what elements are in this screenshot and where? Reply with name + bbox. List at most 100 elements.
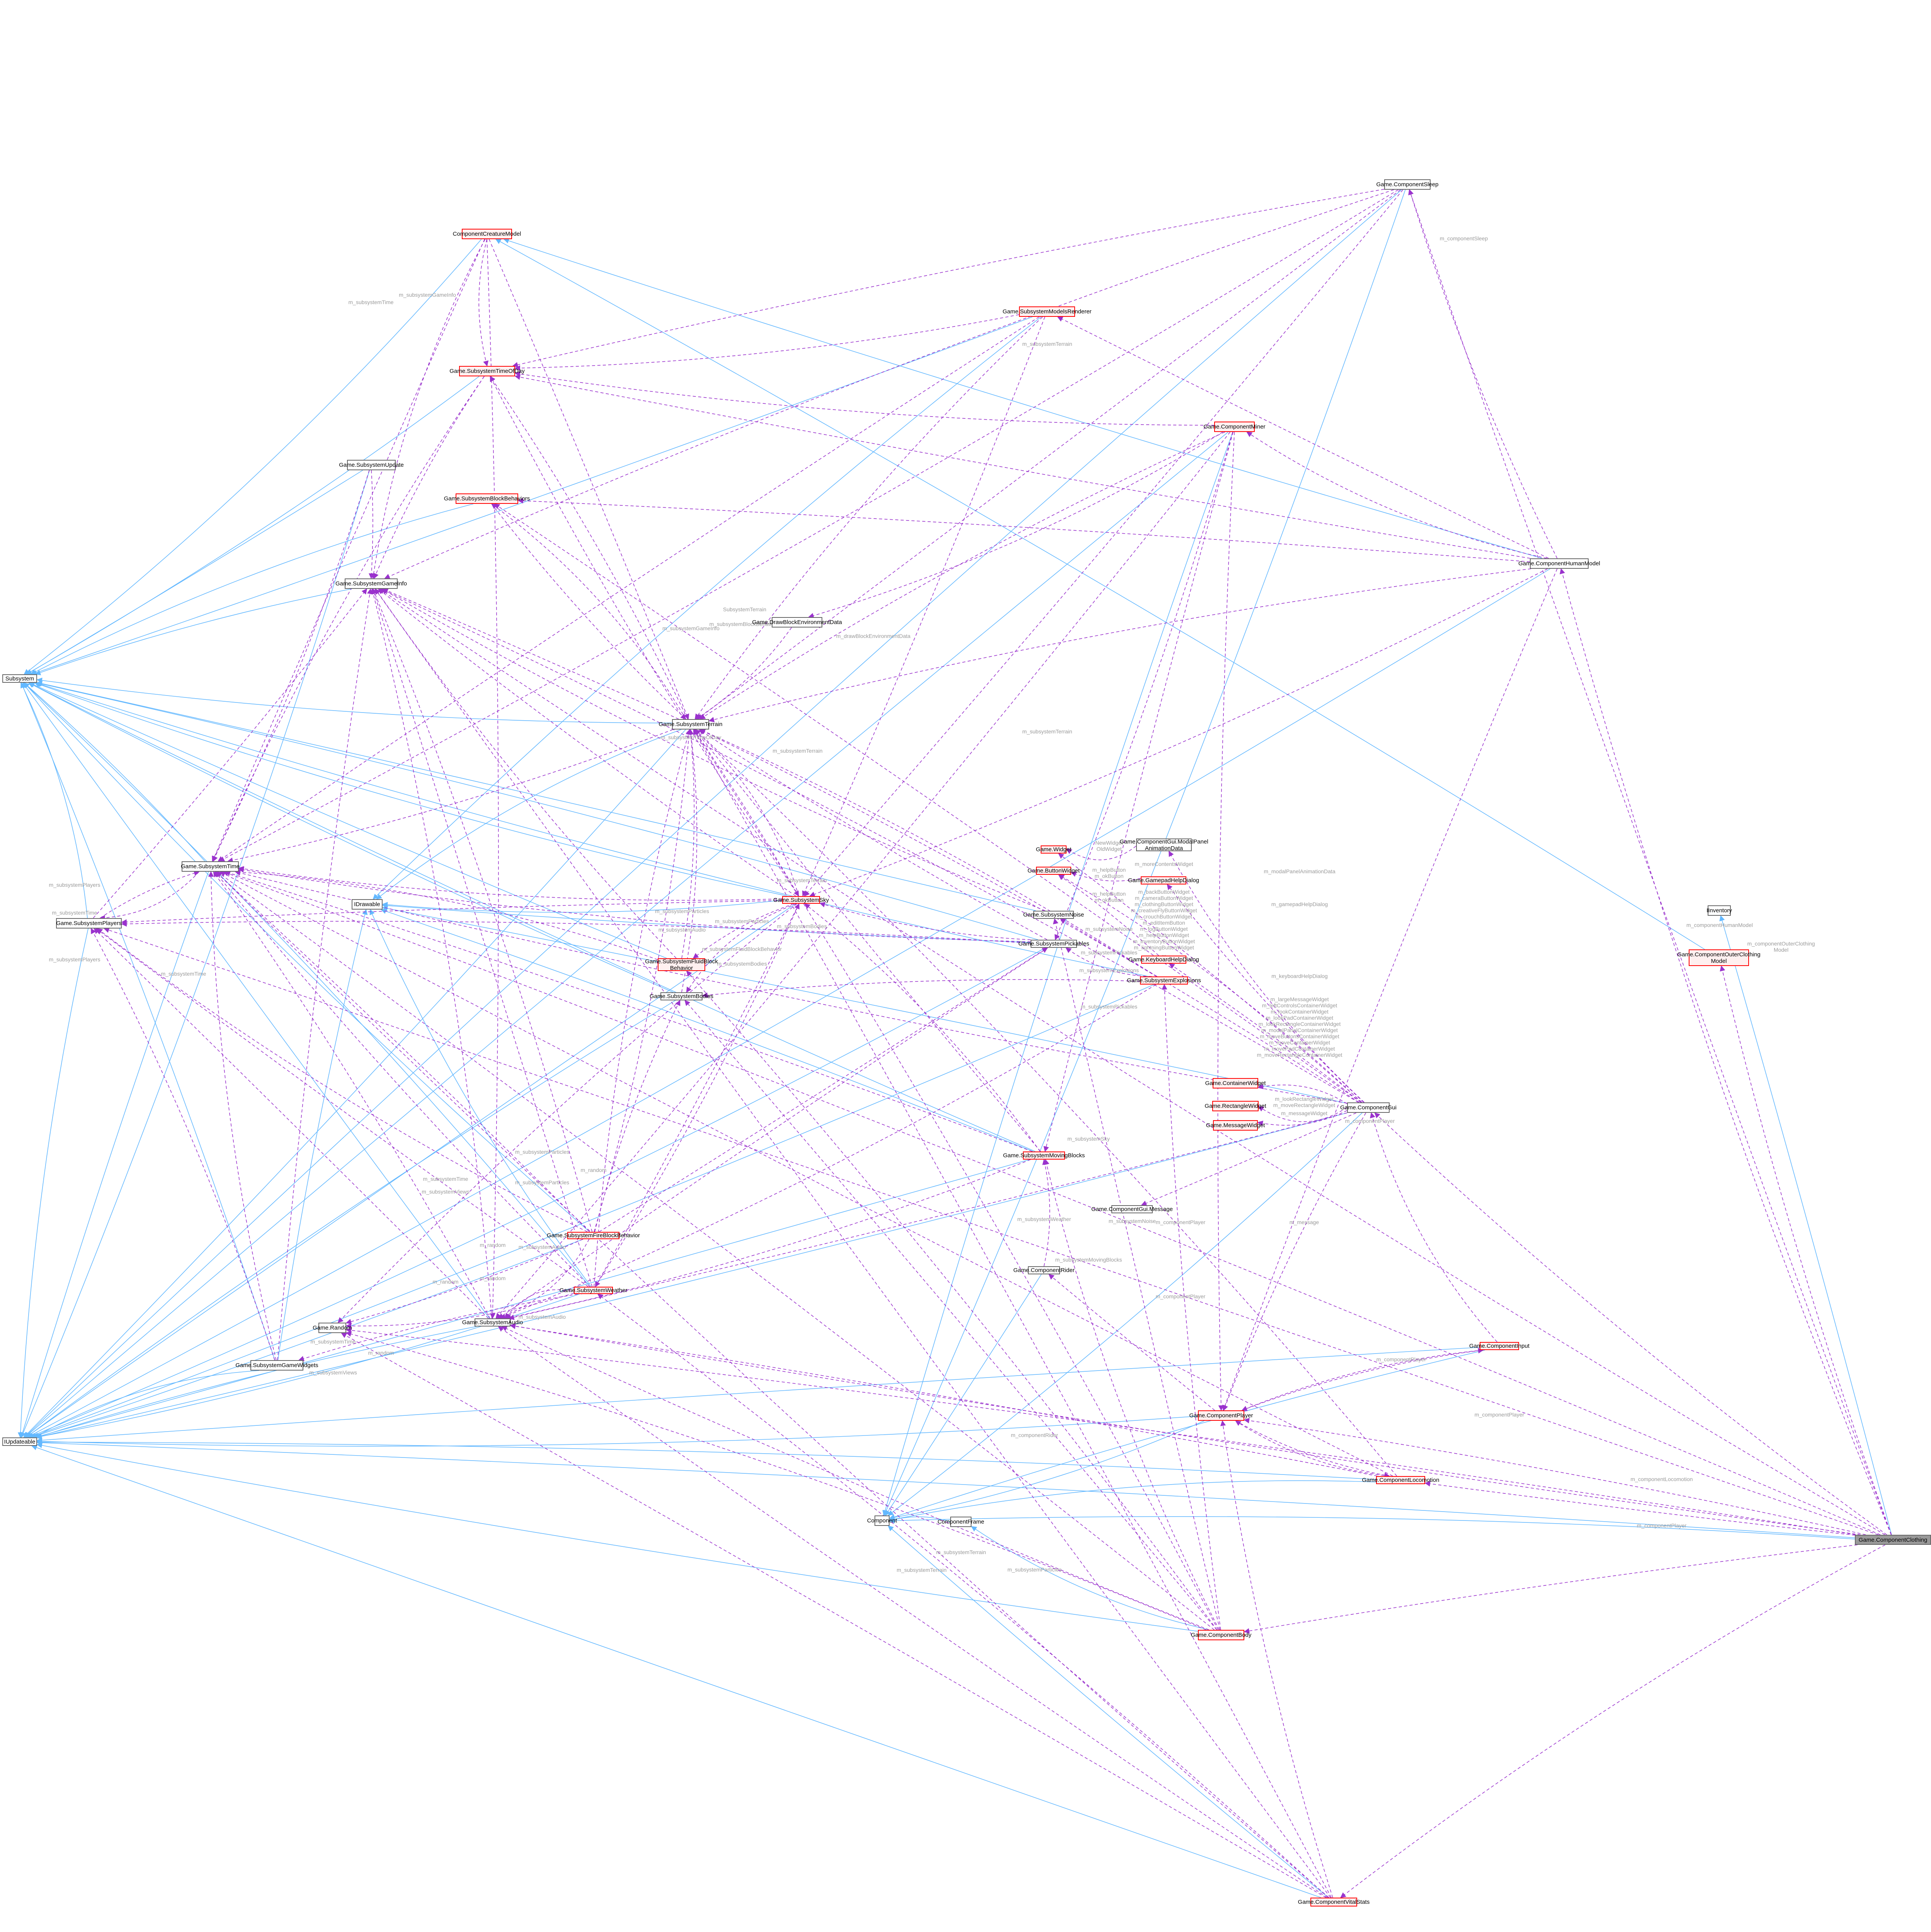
usage-edge — [219, 871, 1393, 1476]
class-node-firebehavior[interactable]: Game.SubsystemFireBlockBehavior — [547, 1232, 640, 1239]
class-node-gamepadhelp[interactable]: Game.GamepadHelpDialog — [1128, 876, 1199, 884]
usage-edge — [1057, 316, 1549, 559]
class-node-explosions[interactable]: Game.SubsystemExplosions — [1127, 976, 1201, 985]
usage-edge — [505, 1289, 582, 1319]
usage-edge — [95, 928, 589, 1287]
class-node-blockbehaviors[interactable]: Game.SubsystemBlockBehaviors — [444, 493, 530, 504]
usage-edge — [379, 588, 1885, 1535]
class-node-humanmodel[interactable]: Game.ComponentHumanModel — [1518, 558, 1600, 569]
edge-label: m_random — [480, 1275, 506, 1281]
inheritance-edge — [23, 729, 686, 1438]
edge-label: m_subsystemTerrain — [777, 877, 827, 883]
class-node-locomotion[interactable]: Game.ComponentLocomotion — [1362, 1476, 1439, 1484]
inheritance-edge — [36, 1440, 1855, 1538]
class-node-input[interactable]: Game.ComponentInput — [1469, 1342, 1529, 1350]
class-node-pickables[interactable]: Game.SubsystemPickables — [1018, 940, 1089, 948]
class-node-subsystem[interactable]: Subsystem — [2, 674, 37, 683]
usage-edge — [371, 239, 486, 579]
class-node-update[interactable]: Game.SubsystemUpdate — [339, 460, 404, 470]
class-node-weather[interactable]: Game.SubsystemWeather — [559, 1287, 628, 1294]
usage-edge — [212, 239, 485, 862]
class-node-bodies[interactable]: Game.SubsystemBodies — [649, 992, 714, 1000]
usage-edge — [699, 729, 1157, 977]
usage-edge — [208, 871, 277, 1361]
class-node-outerclothing[interactable]: Game.ComponentOuterClothing Model — [1677, 949, 1761, 966]
inheritance-edge — [503, 238, 1543, 559]
class-node-modelsrenderer[interactable]: Game.SubsystemModelsRenderer — [1002, 306, 1092, 317]
class-node-audio[interactable]: Game.SubsystemAudio — [462, 1318, 523, 1327]
class-node-drawblockenv[interactable]: Game.DrawBlockEnvironmentData — [752, 617, 842, 628]
class-node-player[interactable]: Game.ComponentPlayer — [1189, 1410, 1253, 1421]
usage-edge — [378, 588, 796, 896]
edge-label: m_componentPlayer — [1155, 1219, 1206, 1225]
class-node-keyboardhelp[interactable]: Game.KeyboardHelpDialog — [1128, 956, 1199, 964]
class-node-containerwidget[interactable]: Game.ContainerWidget — [1205, 1078, 1266, 1088]
usage-edge — [1220, 1420, 1333, 1898]
class-node-gameinfo[interactable]: Game.SubsystemGameInfo — [335, 578, 407, 589]
class-node-creaturemodel[interactable]: ComponentCreatureModel — [453, 229, 521, 239]
class-node-random[interactable]: Game.Random — [313, 1323, 352, 1333]
class-node-iinventory[interactable]: IInventory — [1706, 905, 1732, 916]
class-node-gamewidgets[interactable]: Game.SubsystemGameWidgets — [235, 1360, 318, 1371]
class-node-componentframe[interactable]: ComponentFrame — [937, 1517, 984, 1527]
class-node-component[interactable]: Component — [867, 1515, 897, 1526]
usage-edge — [490, 376, 688, 719]
class-node-messagewidget[interactable]: Game.MessageWidget — [1206, 1120, 1265, 1131]
class-node-buttonwidget[interactable]: Game.ButtonWidget — [1027, 867, 1080, 875]
usage-edge — [1244, 1418, 1866, 1535]
class-node-players[interactable]: Game.SubsystemPlayers — [56, 918, 122, 929]
edge-label: m_subsystemViews — [309, 1369, 357, 1376]
inheritance-edge — [28, 682, 673, 993]
class-node-widget[interactable]: Game.Widget — [1036, 845, 1072, 854]
edge-label: m_componentOuterClothing Model — [1747, 940, 1815, 953]
inheritance-edge — [889, 1480, 1376, 1522]
class-node-movingblocks[interactable]: Game.SubsystemMovingBlocks — [1003, 1151, 1085, 1160]
class-node-fluidblock[interactable]: Game.SubsystemFluidBlock Behavior — [645, 958, 718, 971]
class-node-time[interactable]: Game.SubsystemTime — [181, 861, 240, 872]
edge-label: m_moreContentsWidget — [1135, 861, 1193, 867]
class-node-vitalstats[interactable]: Game.ComponentVitalStats — [1298, 1898, 1370, 1906]
edge-label: m_componentRider — [1011, 1432, 1058, 1438]
class-node-idrawable[interactable]: IDrawable — [352, 899, 383, 910]
usage-edge — [595, 903, 800, 1287]
class-node-sky[interactable]: Game.SubsystemSky — [773, 896, 829, 904]
class-node-guimessage[interactable]: Game.ComponentGui.Message — [1091, 1205, 1173, 1213]
class-node-timeofday[interactable]: Game.SubsystemTimeOfDay — [449, 366, 525, 376]
usage-edge — [372, 588, 593, 1232]
inheritance-edge — [36, 1442, 1198, 1632]
class-node-terrain[interactable]: Game.SubsystemTerrain — [658, 719, 723, 730]
class-node-noise[interactable]: Game.SubsystemNoise — [1023, 911, 1084, 919]
usage-edge — [213, 376, 485, 862]
edge-label: m_subsystemMovingBlocks — [1055, 1257, 1122, 1263]
usage-edge — [686, 903, 796, 993]
edge-label: m_subsystemTime — [348, 299, 394, 305]
usage-edge — [1408, 189, 1558, 559]
usage-edge — [497, 1239, 590, 1320]
class-node-miner[interactable]: Game.ComponentMiner — [1203, 422, 1266, 432]
usage-edge — [594, 729, 692, 1232]
edge-label: m_subsystemPickables — [1080, 949, 1138, 956]
class-node-iupdateable[interactable]: IUpdateable — [2, 1437, 37, 1446]
inheritance-edge — [373, 316, 1041, 900]
edge-label: m_keyboardHelpDialog — [1271, 973, 1328, 979]
usage-edge — [374, 588, 1331, 1898]
class-node-rider[interactable]: Game.ComponentRider — [1013, 1266, 1075, 1274]
inheritance-edge — [36, 681, 1036, 911]
inheritance-edge — [885, 1274, 1042, 1516]
usage-edge — [699, 729, 1359, 1103]
class-node-rectanglewidget[interactable]: Game.RectangleWidget — [1205, 1101, 1266, 1111]
usage-edge — [1043, 432, 1233, 1152]
usage-edge — [384, 189, 1394, 579]
edge-label: m_subsystemExplosions — [1079, 967, 1139, 973]
class-node-clothing[interactable]: Game.ComponentClothing — [1855, 1535, 1931, 1545]
edge-label: m_subsystemParticles — [515, 1179, 570, 1185]
class-node-componentgui[interactable]: Game.ComponentGui — [1340, 1102, 1397, 1113]
class-node-modalpanel[interactable]: Game.ComponentGui.ModalPanel AnimationDa… — [1119, 838, 1208, 852]
usage-edge — [699, 432, 1225, 719]
usage-edge — [697, 189, 1401, 719]
class-node-sleep[interactable]: Game.ComponentSleep — [1376, 179, 1438, 190]
edge-label: m_subsystemBodies — [777, 923, 827, 929]
usage-edge — [238, 867, 1031, 942]
class-node-body[interactable]: Game.ComponentBody — [1191, 1630, 1251, 1640]
usage-edge — [819, 902, 1031, 940]
